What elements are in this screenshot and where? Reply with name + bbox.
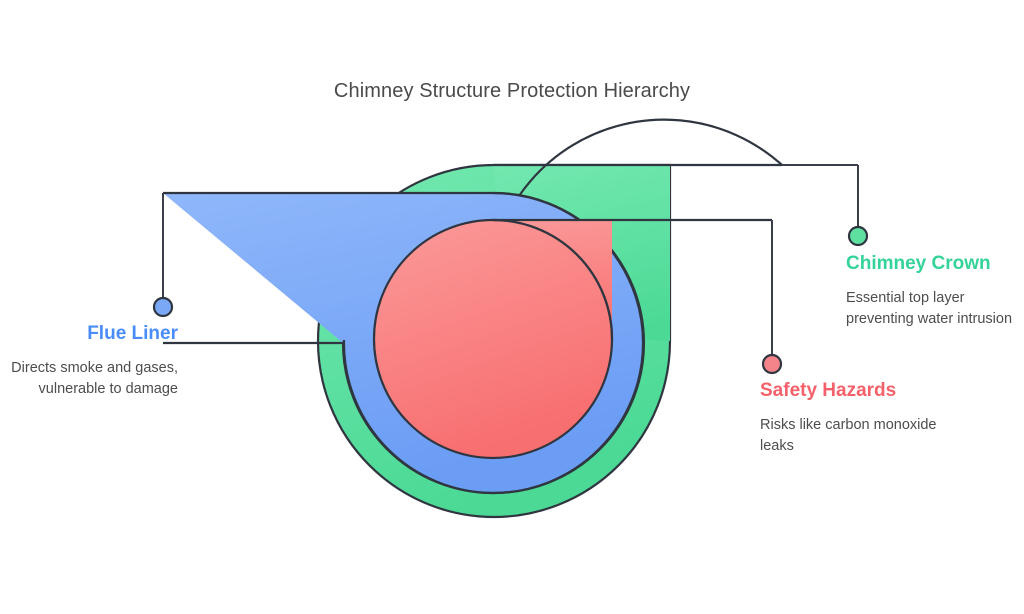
label-safety-hazards-description: Risks like carbon monoxide leaks xyxy=(760,416,937,454)
label-flue-liner-description: Directs smoke and gases, vulnerable to d… xyxy=(11,359,178,397)
label-chimney-crown-description: Essential top layer preventing water int… xyxy=(846,289,1013,327)
red-upper-right-arc xyxy=(492,218,614,340)
layer-shape-safety-hazards xyxy=(372,218,772,460)
label-safety-hazards: Safety Hazards Risks like carbon monoxid… xyxy=(760,379,950,457)
safety-hazards-connector-dot xyxy=(761,353,783,375)
flue-liner-connector-dot xyxy=(152,296,174,318)
label-flue-liner: Flue Liner Directs smoke and gases, vuln… xyxy=(0,322,178,400)
label-chimney-crown-title: Chimney Crown xyxy=(846,253,991,274)
red-circle-body xyxy=(372,218,614,460)
label-flue-liner-title: Flue Liner xyxy=(87,323,178,344)
connector-flue-liner xyxy=(152,193,174,318)
connector-chimney-crown xyxy=(782,164,869,247)
label-chimney-crown: Chimney Crown Essential top layer preven… xyxy=(846,252,1024,330)
connector-safety-hazards xyxy=(761,220,783,375)
label-safety-hazards-title: Safety Hazards xyxy=(760,380,897,401)
chimney-crown-connector-dot xyxy=(847,225,869,247)
page-title: Chimney Structure Protection Hierarchy xyxy=(333,80,691,102)
